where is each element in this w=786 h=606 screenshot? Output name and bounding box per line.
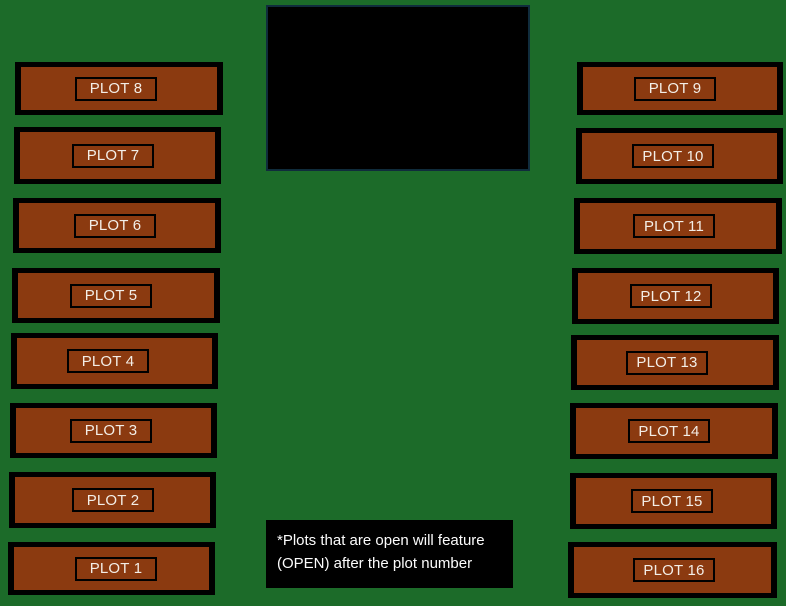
legend-note: *Plots that are open will feature (OPEN)…	[266, 520, 513, 588]
plot-5-label: PLOT 5	[70, 283, 152, 308]
legend-note-line-1: *Plots that are open will feature	[277, 532, 485, 549]
plot-15-label: PLOT 15	[631, 489, 713, 513]
plot-15[interactable]: PLOT 15	[570, 473, 777, 529]
plot-11[interactable]: PLOT 11	[574, 198, 782, 254]
plot-8-label: PLOT 8	[75, 76, 157, 101]
plot-4-label: PLOT 4	[67, 349, 149, 373]
plot-11-label: PLOT 11	[633, 214, 715, 238]
plot-10-label: PLOT 10	[632, 144, 714, 168]
plot-14[interactable]: PLOT 14	[570, 403, 778, 459]
plot-10[interactable]: PLOT 10	[576, 128, 783, 184]
plot-9-label: PLOT 9	[634, 76, 716, 101]
plot-6[interactable]: PLOT 6	[13, 198, 221, 253]
plot-16-label: PLOT 16	[633, 558, 715, 582]
plot-8[interactable]: PLOT 8	[15, 62, 223, 115]
plot-12[interactable]: PLOT 12	[572, 268, 779, 324]
plot-3[interactable]: PLOT 3	[10, 403, 217, 458]
plot-4[interactable]: PLOT 4	[11, 333, 218, 389]
plot-6-label: PLOT 6	[74, 213, 156, 238]
plot-2[interactable]: PLOT 2	[9, 472, 216, 528]
plot-1[interactable]: PLOT 1	[8, 542, 215, 595]
legend-note-line-2: (OPEN) after the plot number	[277, 555, 473, 572]
plot-2-label: PLOT 2	[72, 488, 154, 512]
plot-5[interactable]: PLOT 5	[12, 268, 220, 323]
plot-1-label: PLOT 1	[75, 556, 157, 581]
plot-9[interactable]: PLOT 9	[577, 62, 783, 115]
plot-7-label: PLOT 7	[72, 143, 154, 168]
plot-7[interactable]: PLOT 7	[14, 127, 221, 184]
black-panel	[266, 5, 530, 171]
plot-13[interactable]: PLOT 13	[571, 335, 779, 390]
plot-13-label: PLOT 13	[626, 350, 708, 375]
plot-16[interactable]: PLOT 16	[568, 542, 777, 598]
plot-14-label: PLOT 14	[628, 419, 710, 443]
plot-12-label: PLOT 12	[630, 284, 712, 308]
plot-3-label: PLOT 3	[70, 418, 152, 443]
